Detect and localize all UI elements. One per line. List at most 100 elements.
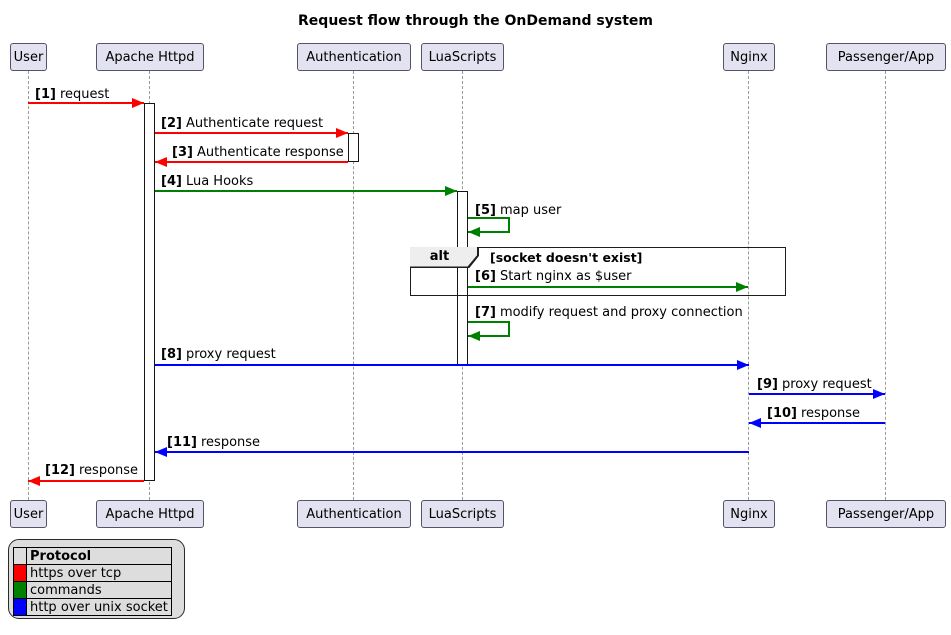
message-9-label: [9]proxy request [757, 378, 872, 392]
alt-frame [410, 247, 786, 296]
participant-user-top: User [10, 43, 47, 71]
alt-operator-label: alt [429, 249, 450, 264]
message-2-label: [2]Authenticate request [161, 117, 323, 131]
legend-header-row: Protocol [13, 547, 172, 565]
activation-apache-httpd [144, 103, 155, 481]
arrowhead-right-icon [873, 389, 885, 399]
red-color-swatch [13, 564, 27, 582]
message-8-label: [8]proxy request [161, 348, 276, 362]
message-11-line [155, 451, 749, 453]
message-5-text: map user [499, 203, 562, 218]
arrowhead-left-icon [749, 418, 761, 428]
participant-nginx-top: Nginx [723, 43, 775, 71]
message-5-seq: [5] [475, 203, 496, 218]
lifeline-nginx [748, 71, 749, 500]
lifeline-passenger-app [885, 71, 886, 500]
message-10-seq: [10] [767, 406, 797, 421]
participant-authentication-bottom: Authentication [297, 500, 411, 528]
legend-row: commands [13, 581, 172, 599]
arrowhead-right-icon [737, 360, 749, 370]
arrowhead-left-icon [468, 331, 480, 341]
message-10-line [749, 422, 885, 424]
message-12-line [28, 480, 144, 482]
message-5-line [508, 217, 510, 233]
message-2-text: Authenticate request [185, 116, 324, 131]
arrowhead-right-icon [445, 186, 457, 196]
participant-luascripts-bottom: LuaScripts [421, 500, 504, 528]
participant-apache-httpd-bottom: Apache Httpd [96, 500, 204, 528]
message-11-label: [11]response [167, 436, 260, 450]
activation-authentication [348, 133, 359, 162]
participant-nginx-bottom: Nginx [723, 500, 775, 528]
message-7-line [468, 335, 510, 337]
message-10-text: response [800, 406, 861, 421]
legend-header-swatch [13, 547, 27, 565]
diagram-title: Request flow through the OnDemand system [298, 13, 653, 29]
arrowhead-right-icon [132, 98, 144, 108]
arrowhead-left-icon [28, 476, 40, 486]
message-7-seq: [7] [475, 305, 496, 320]
message-3-seq: [3] [172, 145, 193, 160]
message-8-seq: [8] [161, 347, 182, 362]
message-5-line [468, 231, 510, 233]
message-11-text: response [200, 435, 261, 450]
legend-row-label: http over unix socket [26, 598, 172, 616]
message-4-line [155, 190, 457, 192]
message-3-line [155, 161, 348, 163]
message-10-label: [10]response [767, 407, 860, 421]
message-12-text: response [78, 463, 139, 478]
arrowhead-left-icon [468, 227, 480, 237]
message-4-label: [4]Lua Hooks [161, 175, 253, 189]
legend-table: Protocol https over tcp commands http ov… [13, 547, 172, 616]
message-8-line [155, 364, 749, 366]
lifeline-user [28, 71, 29, 500]
participant-user-bottom: User [10, 500, 47, 528]
message-4-seq: [4] [161, 174, 182, 189]
message-2-line [155, 132, 348, 134]
message-7-text: modify request and proxy connection [499, 305, 743, 320]
message-7-label: [7]modify request and proxy connection [475, 306, 743, 320]
message-3-text: Authenticate response [196, 145, 344, 160]
message-1-line [28, 102, 144, 104]
arrowhead-right-icon [336, 128, 348, 138]
green-color-swatch [13, 581, 27, 599]
message-2-seq: [2] [161, 116, 182, 131]
message-5-line [468, 217, 510, 219]
message-7-line [468, 321, 510, 323]
lifeline-authentication [353, 71, 354, 500]
legend-row: https over tcp [13, 564, 172, 582]
message-6-text: Start nginx as $user [499, 269, 632, 284]
message-5-label: [5]map user [475, 204, 561, 218]
participant-authentication-top: Authentication [297, 43, 411, 71]
message-1-text: request [59, 87, 110, 102]
arrowhead-right-icon [736, 282, 748, 292]
participant-luascripts-top: LuaScripts [421, 43, 504, 71]
message-9-seq: [9] [757, 377, 778, 392]
message-4-text: Lua Hooks [185, 174, 254, 189]
legend-row-label: https over tcp [26, 564, 172, 582]
message-3-label: [3]Authenticate response [172, 146, 344, 160]
message-6-seq: [6] [475, 269, 496, 284]
participant-passenger-app-bottom: Passenger/App [826, 500, 946, 528]
participant-passenger-app-top: Passenger/App [826, 43, 946, 71]
message-8-text: proxy request [185, 347, 276, 362]
arrowhead-left-icon [155, 447, 167, 457]
message-6-label: [6]Start nginx as $user [475, 270, 632, 284]
message-9-line [749, 393, 885, 395]
participant-apache-httpd-top: Apache Httpd [96, 43, 204, 71]
message-12-seq: [12] [45, 463, 75, 478]
alt-guard-label: [socket doesn't exist] [490, 250, 643, 265]
message-7-line [508, 321, 510, 337]
message-9-text: proxy request [781, 377, 872, 392]
alt-operator-tab [410, 247, 477, 267]
message-6-line [468, 286, 748, 288]
message-12-label: [12]response [45, 464, 138, 478]
message-11-seq: [11] [167, 435, 197, 450]
message-1-label: [1]request [35, 88, 109, 102]
legend-row-label: commands [26, 581, 172, 599]
arrowhead-left-icon [155, 157, 167, 167]
legend-title: Protocol [26, 547, 172, 565]
message-1-seq: [1] [35, 87, 56, 102]
legend-row: http over unix socket [13, 598, 172, 616]
